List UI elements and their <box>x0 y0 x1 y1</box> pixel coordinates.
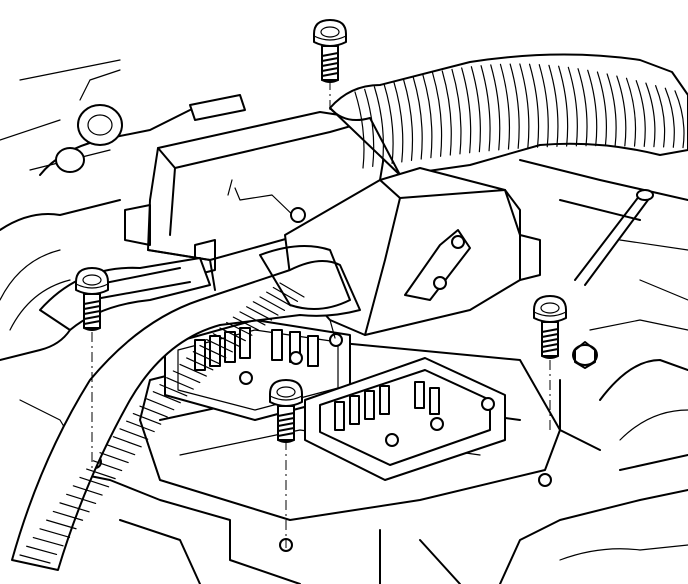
right-socket <box>304 357 506 481</box>
harness-lower <box>11 245 361 571</box>
bolt-right-icon <box>533 295 567 359</box>
engine-housing <box>0 59 688 584</box>
bolt-centerlines <box>91 80 551 548</box>
harness-upper <box>329 53 688 176</box>
bolt-left-icon <box>75 267 109 331</box>
bolt-top-icon <box>313 19 347 83</box>
bolt-center-icon <box>269 379 303 443</box>
right-socket-pins <box>334 381 440 431</box>
